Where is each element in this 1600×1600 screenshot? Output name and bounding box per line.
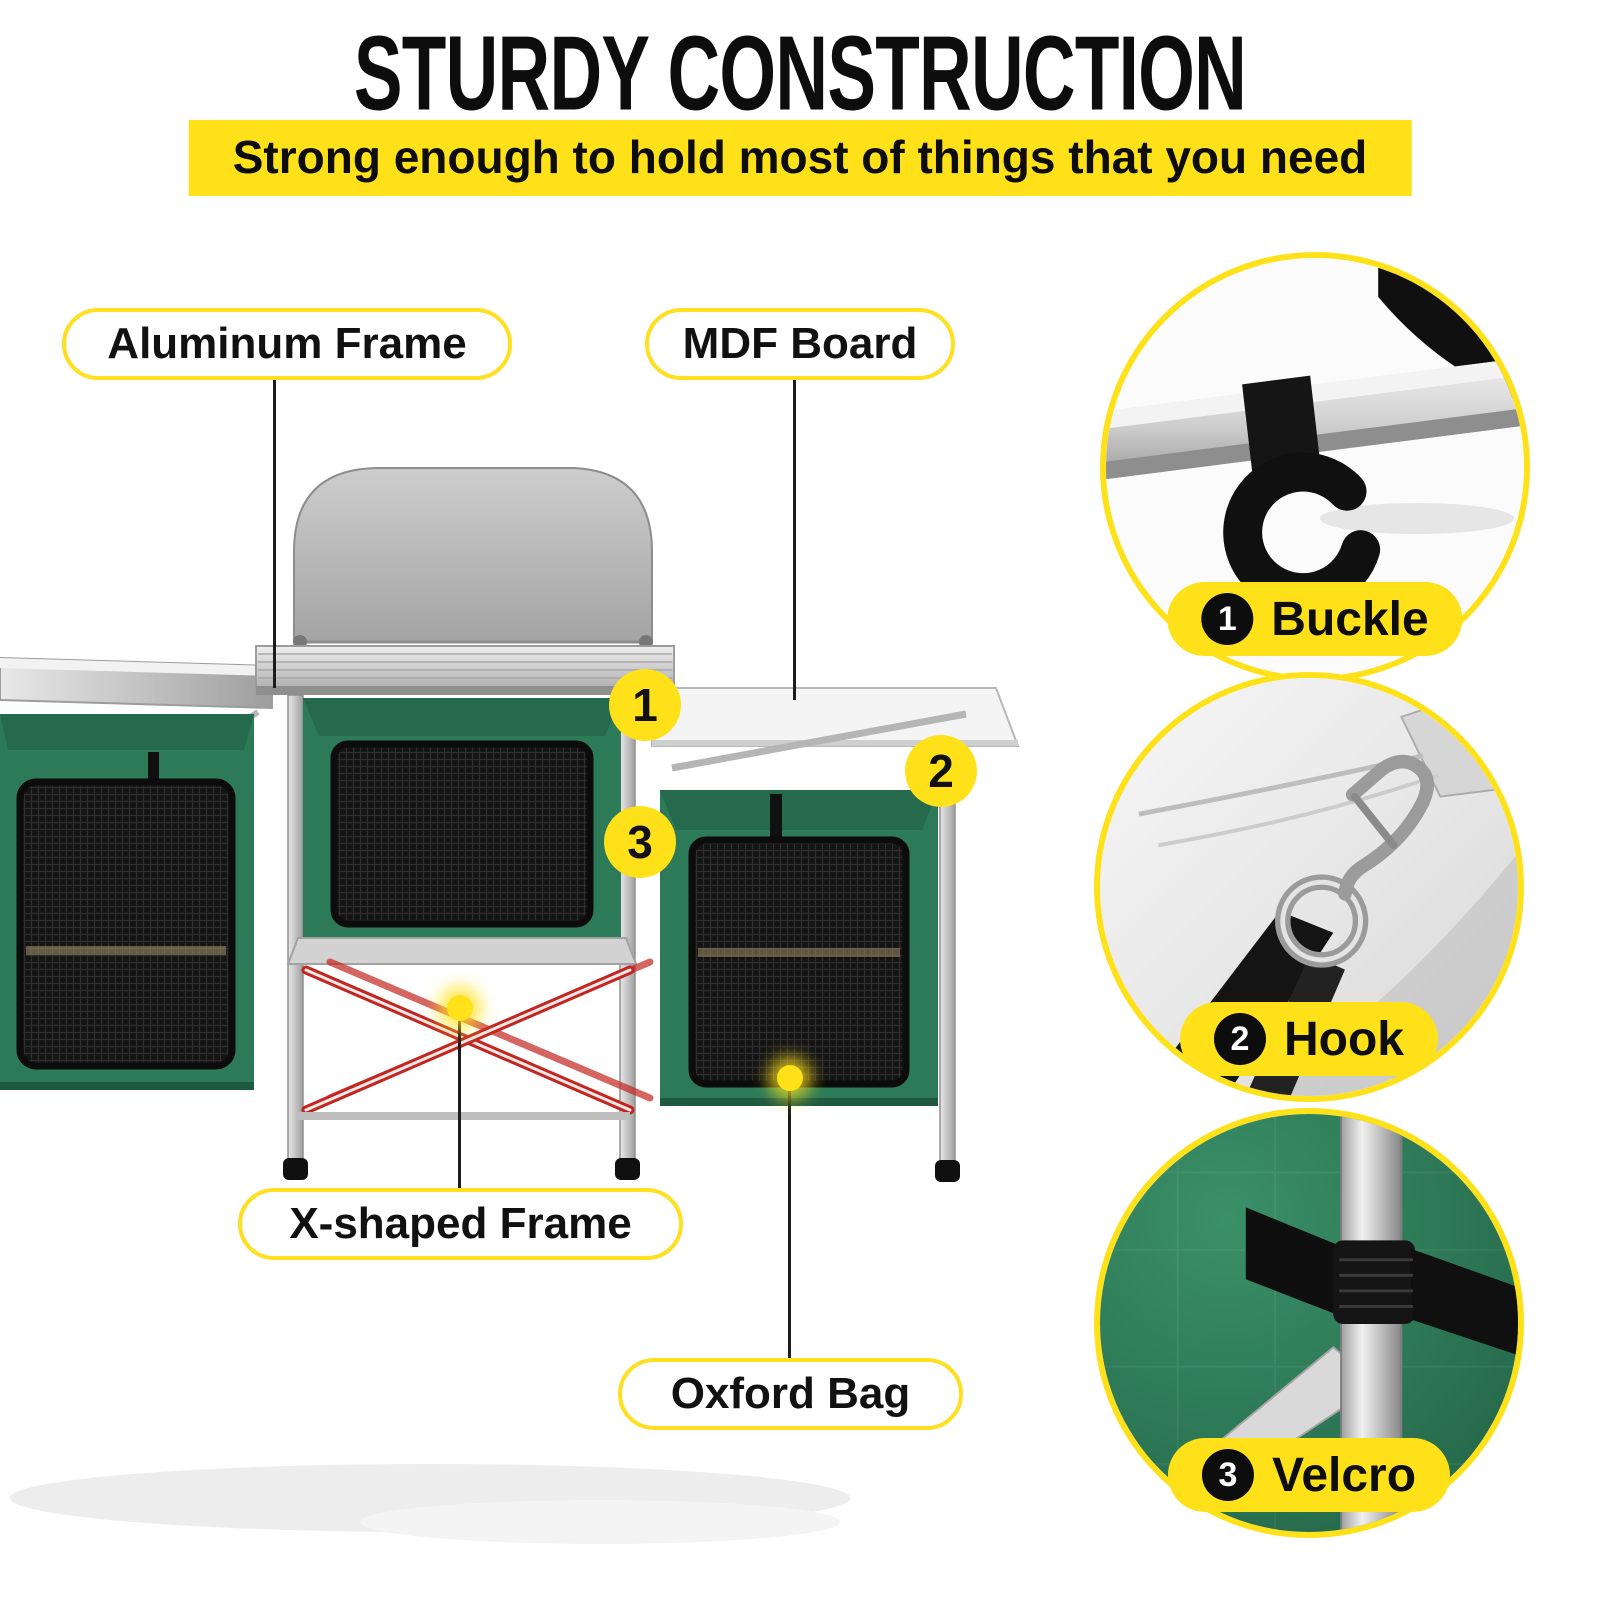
feature-label-buckle: Buckle [1271, 592, 1429, 646]
feature-caption-buckle: 1 Buckle [1167, 582, 1463, 656]
leader-line-x-shaped-frame [458, 1012, 461, 1190]
callout-aluminum-frame: Aluminum Frame [62, 308, 512, 380]
marker-badge-2: 2 [905, 735, 977, 807]
callout-oxford-bag: Oxford Bag [618, 1358, 963, 1430]
page-title: STURDY CONSTRUCTION [0, 14, 1600, 133]
marker-dot-x-frame [447, 995, 473, 1021]
feature-number-2: 2 [1214, 1013, 1266, 1065]
feature-caption-velcro: 3 Velcro [1167, 1438, 1451, 1512]
feature-number-1: 1 [1201, 593, 1254, 645]
feature-velcro: 3 Velcro [1094, 1108, 1524, 1538]
subtitle-banner: Strong enough to hold most of things tha… [188, 120, 1412, 196]
feature-label-velcro: Velcro [1271, 1448, 1417, 1502]
marker-dot-oxford-bag [777, 1065, 803, 1091]
feature-hook: 2 Hook [1094, 672, 1524, 1102]
marker-badge-1: 1 [609, 669, 681, 741]
leader-line-aluminum-frame [273, 380, 276, 688]
feature-caption-hook: 2 Hook [1180, 1002, 1438, 1076]
leader-line-mdf-board [793, 380, 796, 700]
page-title-text: STURDY CONSTRUCTION [353, 15, 1247, 133]
marker-badge-3: 3 [604, 806, 676, 878]
callout-mdf-board: MDF Board [645, 308, 955, 380]
leader-line-oxford-bag [788, 1082, 791, 1360]
feature-buckle: 1 Buckle [1100, 252, 1530, 682]
callout-x-shaped-frame: X-shaped Frame [238, 1188, 683, 1260]
feature-label-hook: Hook [1284, 1012, 1404, 1066]
feature-number-3: 3 [1201, 1449, 1254, 1501]
